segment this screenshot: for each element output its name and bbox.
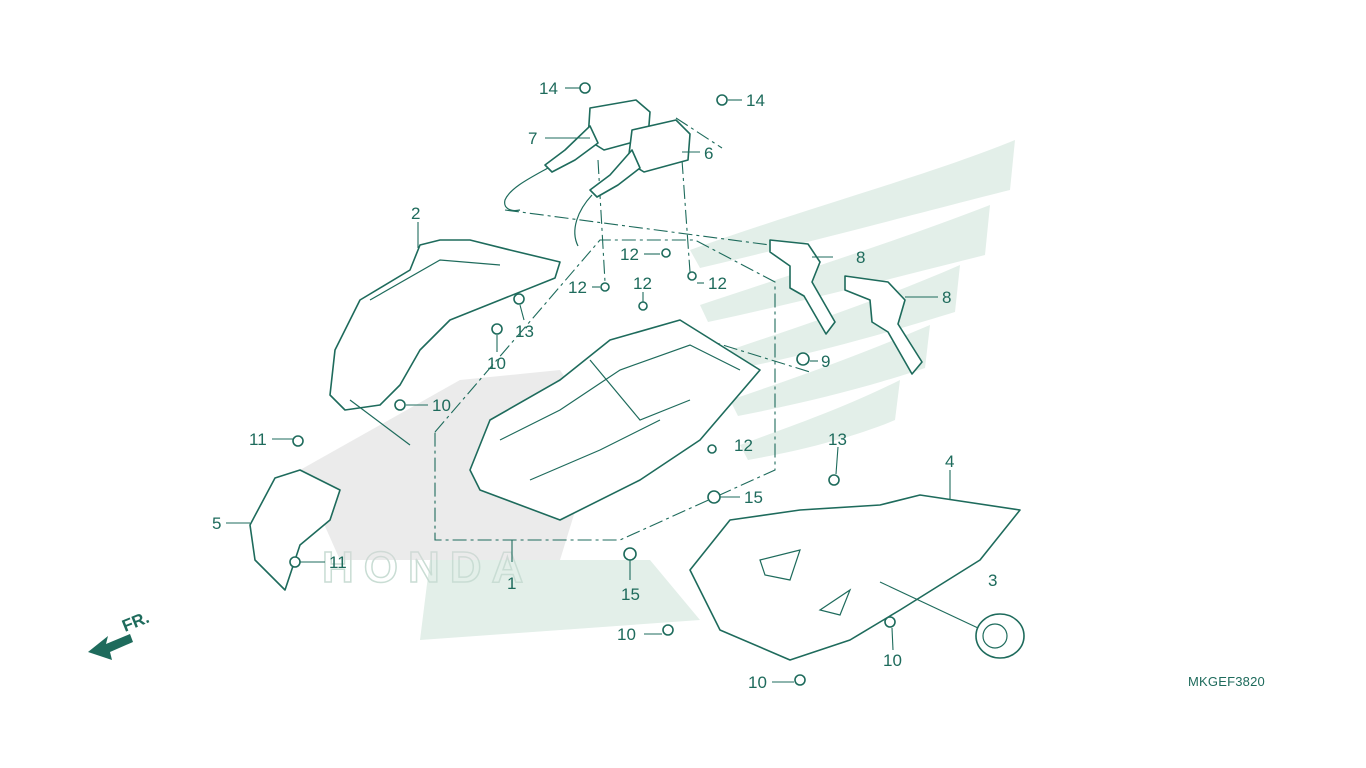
fasteners	[289, 82, 896, 686]
under-tray-1	[469, 319, 761, 521]
inner-cowl-2	[329, 239, 561, 446]
front-arrow-icon: FR.	[88, 608, 152, 660]
callout-13a: 13	[515, 322, 534, 341]
callout-6: 6	[704, 144, 713, 163]
callout-12a: 12	[620, 245, 639, 264]
callout-10c: 10	[617, 625, 636, 644]
ignition-coil-6	[574, 119, 691, 247]
callout-3: 3	[988, 571, 997, 590]
callout-8b: 8	[942, 288, 951, 307]
assembly-outline	[434, 117, 811, 541]
spark-plug-cap-8b	[844, 275, 923, 375]
bracket-5	[249, 469, 341, 591]
callout-7: 7	[528, 129, 537, 148]
callout-12e: 12	[734, 436, 753, 455]
callout-5: 5	[212, 514, 221, 533]
callout-11a: 11	[249, 430, 267, 449]
callout-8a: 8	[856, 248, 865, 267]
callout-11b: 11	[329, 553, 347, 572]
grommet-3	[879, 581, 1025, 659]
callout-15a: 15	[744, 488, 763, 507]
callout-10b: 10	[432, 396, 451, 415]
callout-12c: 12	[708, 274, 727, 293]
callout-14b: 14	[746, 91, 765, 110]
callout-10e: 10	[748, 673, 767, 692]
callout-14a: 14	[539, 79, 558, 98]
callout-10a: 10	[487, 354, 506, 373]
callout-labels: 14 14 7 6 2 12 12 12 12 12 8 8 13 10 9 1…	[212, 79, 997, 692]
front-marker-label: FR.	[119, 608, 152, 636]
callout-9: 9	[821, 352, 830, 371]
callout-2: 2	[411, 204, 420, 223]
honda-wing-watermark	[420, 140, 1015, 640]
spark-plug-cap-8a	[769, 239, 836, 335]
diagram-code: MKGEF3820	[1188, 674, 1265, 689]
under-cover-4	[689, 494, 1021, 661]
callout-1: 1	[507, 574, 516, 593]
leader-lines	[226, 87, 951, 683]
callout-12d: 12	[633, 274, 652, 293]
callout-4: 4	[945, 452, 954, 471]
callout-13b: 13	[828, 430, 847, 449]
callout-12b: 12	[568, 278, 587, 297]
callout-10d: 10	[883, 651, 902, 670]
callout-15b: 15	[621, 585, 640, 604]
